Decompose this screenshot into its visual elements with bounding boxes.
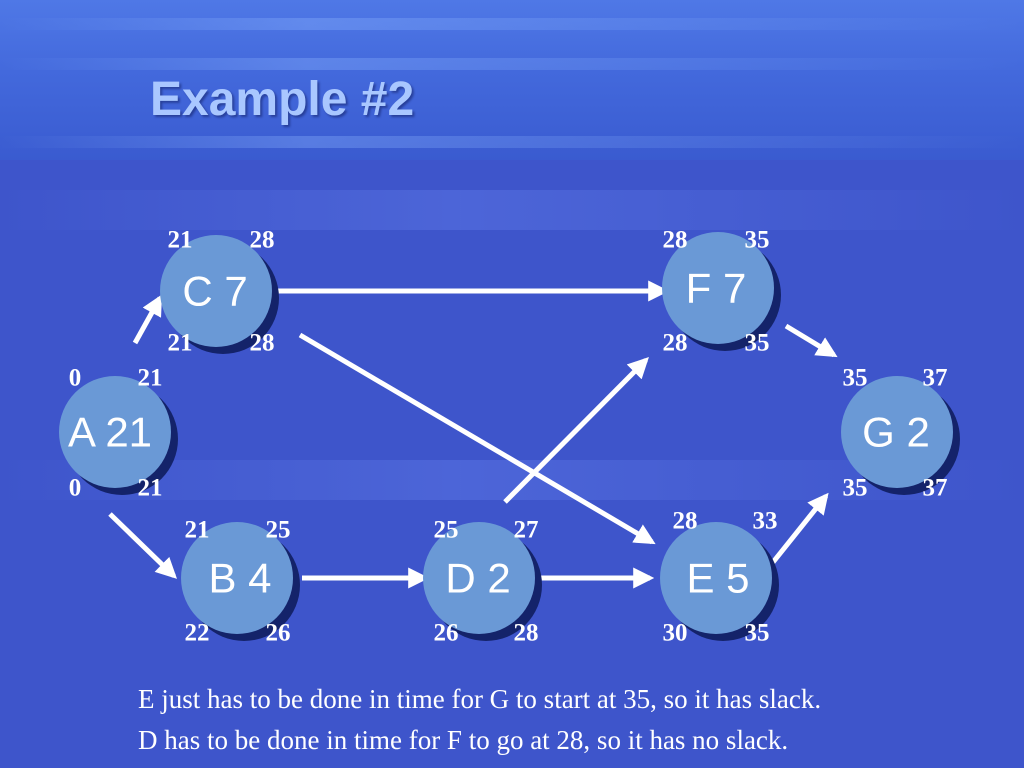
caption-line-2: D has to be done in time for F to go at …: [138, 725, 789, 755]
node-e-ls: 30: [662, 619, 688, 647]
node-c-lf: 28: [249, 329, 275, 357]
node-c-circle: [160, 235, 272, 347]
node-c-label: C 7: [182, 268, 247, 315]
node-d-es: 25: [433, 516, 459, 544]
edge-e-g-arrow: [768, 492, 829, 568]
node-g: G 2: [841, 376, 960, 495]
node-g-ls: 35: [842, 474, 868, 502]
node-d-ls: 26: [433, 619, 459, 647]
node-b-es: 21: [184, 516, 210, 544]
edge-d-f-arrow: [503, 357, 649, 504]
node-f-ls: 28: [662, 329, 688, 357]
node-a-label: A 21: [68, 409, 152, 456]
node-d-label: D 2: [445, 555, 510, 602]
node-b-circle: [181, 522, 293, 634]
node-d-lf: 28: [513, 619, 539, 647]
node-b-lf: 26: [265, 619, 291, 647]
node-c-es: 21: [167, 226, 193, 254]
slide-title: Example #2: [150, 73, 415, 126]
node-b-ef: 25: [265, 516, 291, 544]
node-e-ef: 33: [752, 507, 778, 535]
node-b-label: B 4: [208, 555, 271, 602]
edge-a-b-arrow: [108, 512, 178, 579]
node-g-es: 35: [842, 364, 868, 392]
node-f-ef: 35: [744, 226, 770, 254]
node-g-label: G 2: [862, 409, 930, 456]
node-layer: A 21 B 4 C 7 D 2 E 5 F 7 G 2: [59, 232, 960, 641]
node-d-ef: 27: [513, 516, 539, 544]
node-d-circle: [423, 522, 535, 634]
node-a-es: 0: [68, 364, 82, 392]
node-a-circle: [59, 376, 171, 488]
node-b-ls: 22: [184, 619, 210, 647]
edge-layer: [108, 280, 838, 589]
header-band: [0, 18, 1024, 30]
node-d: D 2: [423, 522, 542, 641]
node-c: C 7: [160, 235, 279, 354]
node-a-ef: 21: [137, 364, 163, 392]
node-f-label: F 7: [686, 265, 747, 312]
node-g-lf: 37: [922, 474, 948, 502]
node-e-es: 28: [672, 507, 698, 535]
node-a-ls: 0: [68, 474, 82, 502]
node-e-circle: [660, 522, 772, 634]
node-e-lf: 35: [744, 619, 770, 647]
header-background: [0, 0, 1024, 160]
node-c-ls: 21: [167, 329, 193, 357]
edge-c-e-arrow: [298, 332, 656, 545]
edge-f-g-arrow: [784, 323, 838, 358]
node-f-lf: 35: [744, 329, 770, 357]
node-f: F 7: [662, 232, 781, 351]
node-f-es: 28: [662, 226, 688, 254]
node-a: A 21: [59, 376, 178, 495]
header-band: [0, 136, 1024, 148]
node-g-ef: 37: [922, 364, 948, 392]
node-a-lf: 21: [137, 474, 163, 502]
caption-line-1: E just has to be done in time for G to s…: [138, 684, 822, 714]
node-g-circle: [841, 376, 953, 488]
node-c-ef: 28: [249, 226, 275, 254]
node-f-circle: [662, 232, 774, 344]
edge-a-c-arrow: [132, 294, 163, 345]
node-e-label: E 5: [686, 555, 749, 602]
node-b: B 4: [181, 522, 300, 641]
header-band: [0, 58, 1024, 70]
node-e: E 5: [660, 522, 779, 641]
background-streak: [0, 190, 1024, 230]
